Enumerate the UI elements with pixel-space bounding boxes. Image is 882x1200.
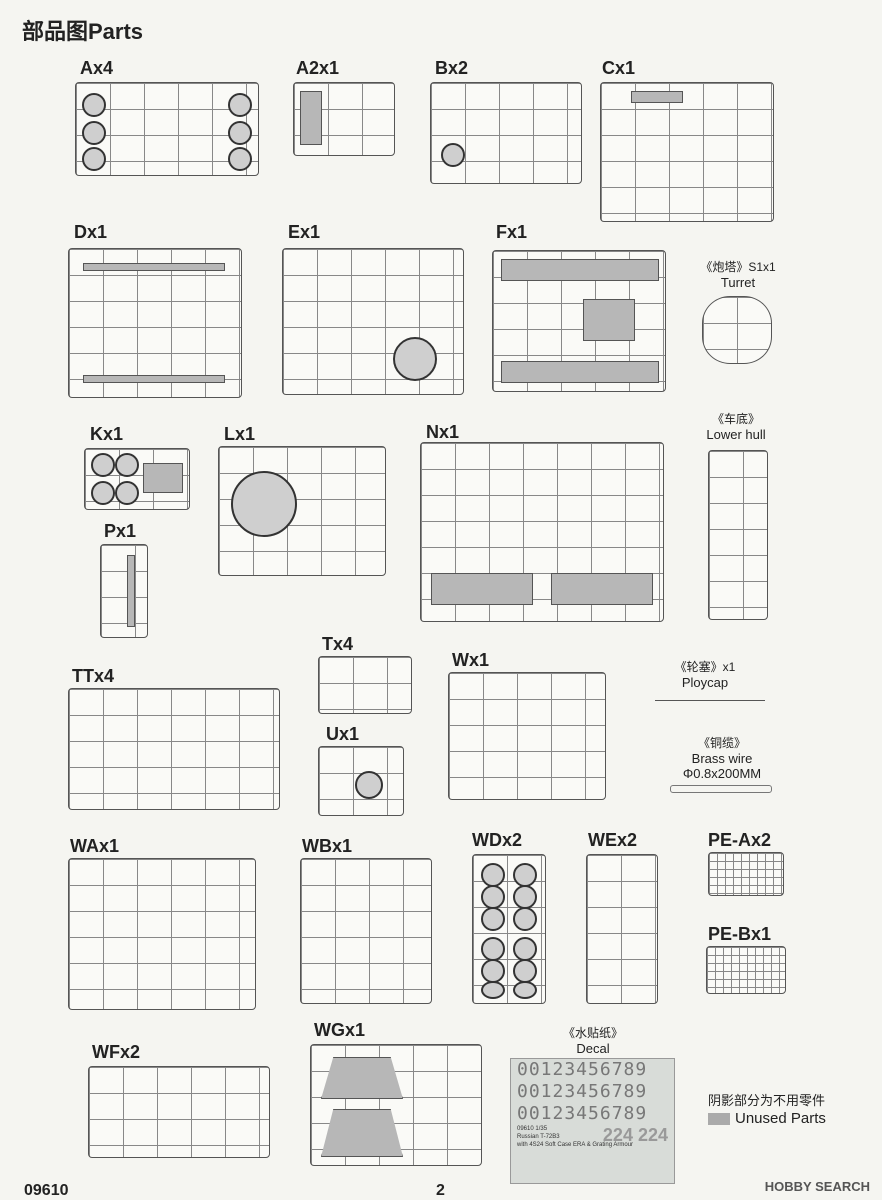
decal-sheet: 00123456789 00123456789 00123456789 0961… [510, 1058, 675, 1184]
sprue-u [318, 746, 404, 816]
sprue-f [492, 250, 666, 392]
sprue-pe-b [706, 946, 786, 994]
sprue-label-b: Bx2 [435, 58, 469, 78]
decal-big-number: 224 224 [602, 1125, 668, 1145]
sprue-label-pe-b: PE-Bx1 [708, 924, 772, 944]
sprue-label-tt: TTx4 [72, 666, 115, 686]
sprue-tt [68, 688, 280, 810]
sprue-pe-a [708, 852, 784, 896]
sprue-n [420, 442, 664, 622]
turret-note: 《炮塔》S1x1 Turret [700, 260, 776, 290]
sprue-p [100, 544, 148, 638]
sprue-label-wf: WFx2 [92, 1042, 141, 1062]
sprue-label-a2: A2x1 [296, 58, 340, 78]
sprue-wa [68, 858, 256, 1010]
sprue-label-p: Px1 [104, 521, 137, 541]
sprue-label-we: WEx2 [588, 830, 638, 850]
sprue-wg [310, 1044, 482, 1166]
brass-wire-note: 《铜缆》 Brass wire Φ0.8x200MM [682, 736, 762, 781]
sprue-e [282, 248, 464, 395]
sprue-c [600, 82, 774, 222]
sprue-label-wb: WBx1 [302, 836, 353, 856]
page-title: 部品图Parts [22, 19, 144, 44]
sprue-t [318, 656, 412, 714]
sprue-label-w: Wx1 [452, 650, 490, 670]
sprue-l [218, 446, 386, 576]
sprue-we [586, 854, 658, 1004]
decal-caption: 09610 1/35 [517, 1126, 548, 1132]
legend-cn: 阴影部分为不用零件 [708, 1093, 826, 1108]
sprue-label-d: Dx1 [74, 222, 108, 242]
sprue-d [68, 248, 242, 398]
sprue-w [448, 672, 606, 800]
lower-hull-note: 《车底》 Lower hull [706, 412, 766, 442]
sprue-label-pe-a: PE-Ax2 [708, 830, 772, 850]
sprue-b [430, 82, 582, 184]
polycap-note: 《轮塞》x1 Ploycap [674, 660, 736, 690]
sprue-a2 [293, 82, 395, 156]
sprue-label-a: Ax4 [80, 58, 114, 78]
decal-row: 00123456789 [517, 1103, 648, 1124]
sprue-wf [88, 1066, 270, 1158]
page-number: 2 [436, 1182, 445, 1199]
decal-note: 《水贴纸》 Decal [562, 1026, 623, 1056]
sprue-label-e: Ex1 [288, 222, 321, 242]
unused-swatch [708, 1113, 730, 1125]
sprue-label-wg: WGx1 [314, 1020, 366, 1040]
decal-caption: with 4S24 Soft Case ERA & Grating Armour [517, 1142, 634, 1148]
turret-part [702, 296, 772, 364]
kit-number: 09610 [24, 1182, 69, 1199]
sprue-label-t: Tx4 [322, 634, 354, 654]
sprue-k [84, 448, 190, 510]
decal-row: 00123456789 [517, 1059, 648, 1080]
sprue-wd [472, 854, 546, 1004]
sprue-label-k: Kx1 [90, 424, 124, 444]
sprue-label-wa: WAx1 [70, 836, 120, 856]
brass-wire-part [670, 785, 772, 793]
polycap-part [655, 700, 765, 715]
sprue-wb [300, 858, 432, 1004]
sprue-label-wd: WDx2 [472, 830, 523, 850]
sprue-label-c: Cx1 [602, 58, 636, 78]
decal-row: 00123456789 [517, 1081, 648, 1102]
watermark: HOBBY SEARCH [764, 1179, 870, 1194]
sprue-label-n: Nx1 [426, 422, 460, 442]
decal-caption: Russian T-72B3 [517, 1134, 560, 1140]
lower-hull-part [708, 450, 768, 620]
sprue-label-f: Fx1 [496, 222, 528, 242]
legend-en: Unused Parts [735, 1110, 826, 1127]
sprue-label-l: Lx1 [224, 424, 256, 444]
sprue-a [75, 82, 259, 176]
sprue-label-u: Ux1 [326, 724, 360, 744]
